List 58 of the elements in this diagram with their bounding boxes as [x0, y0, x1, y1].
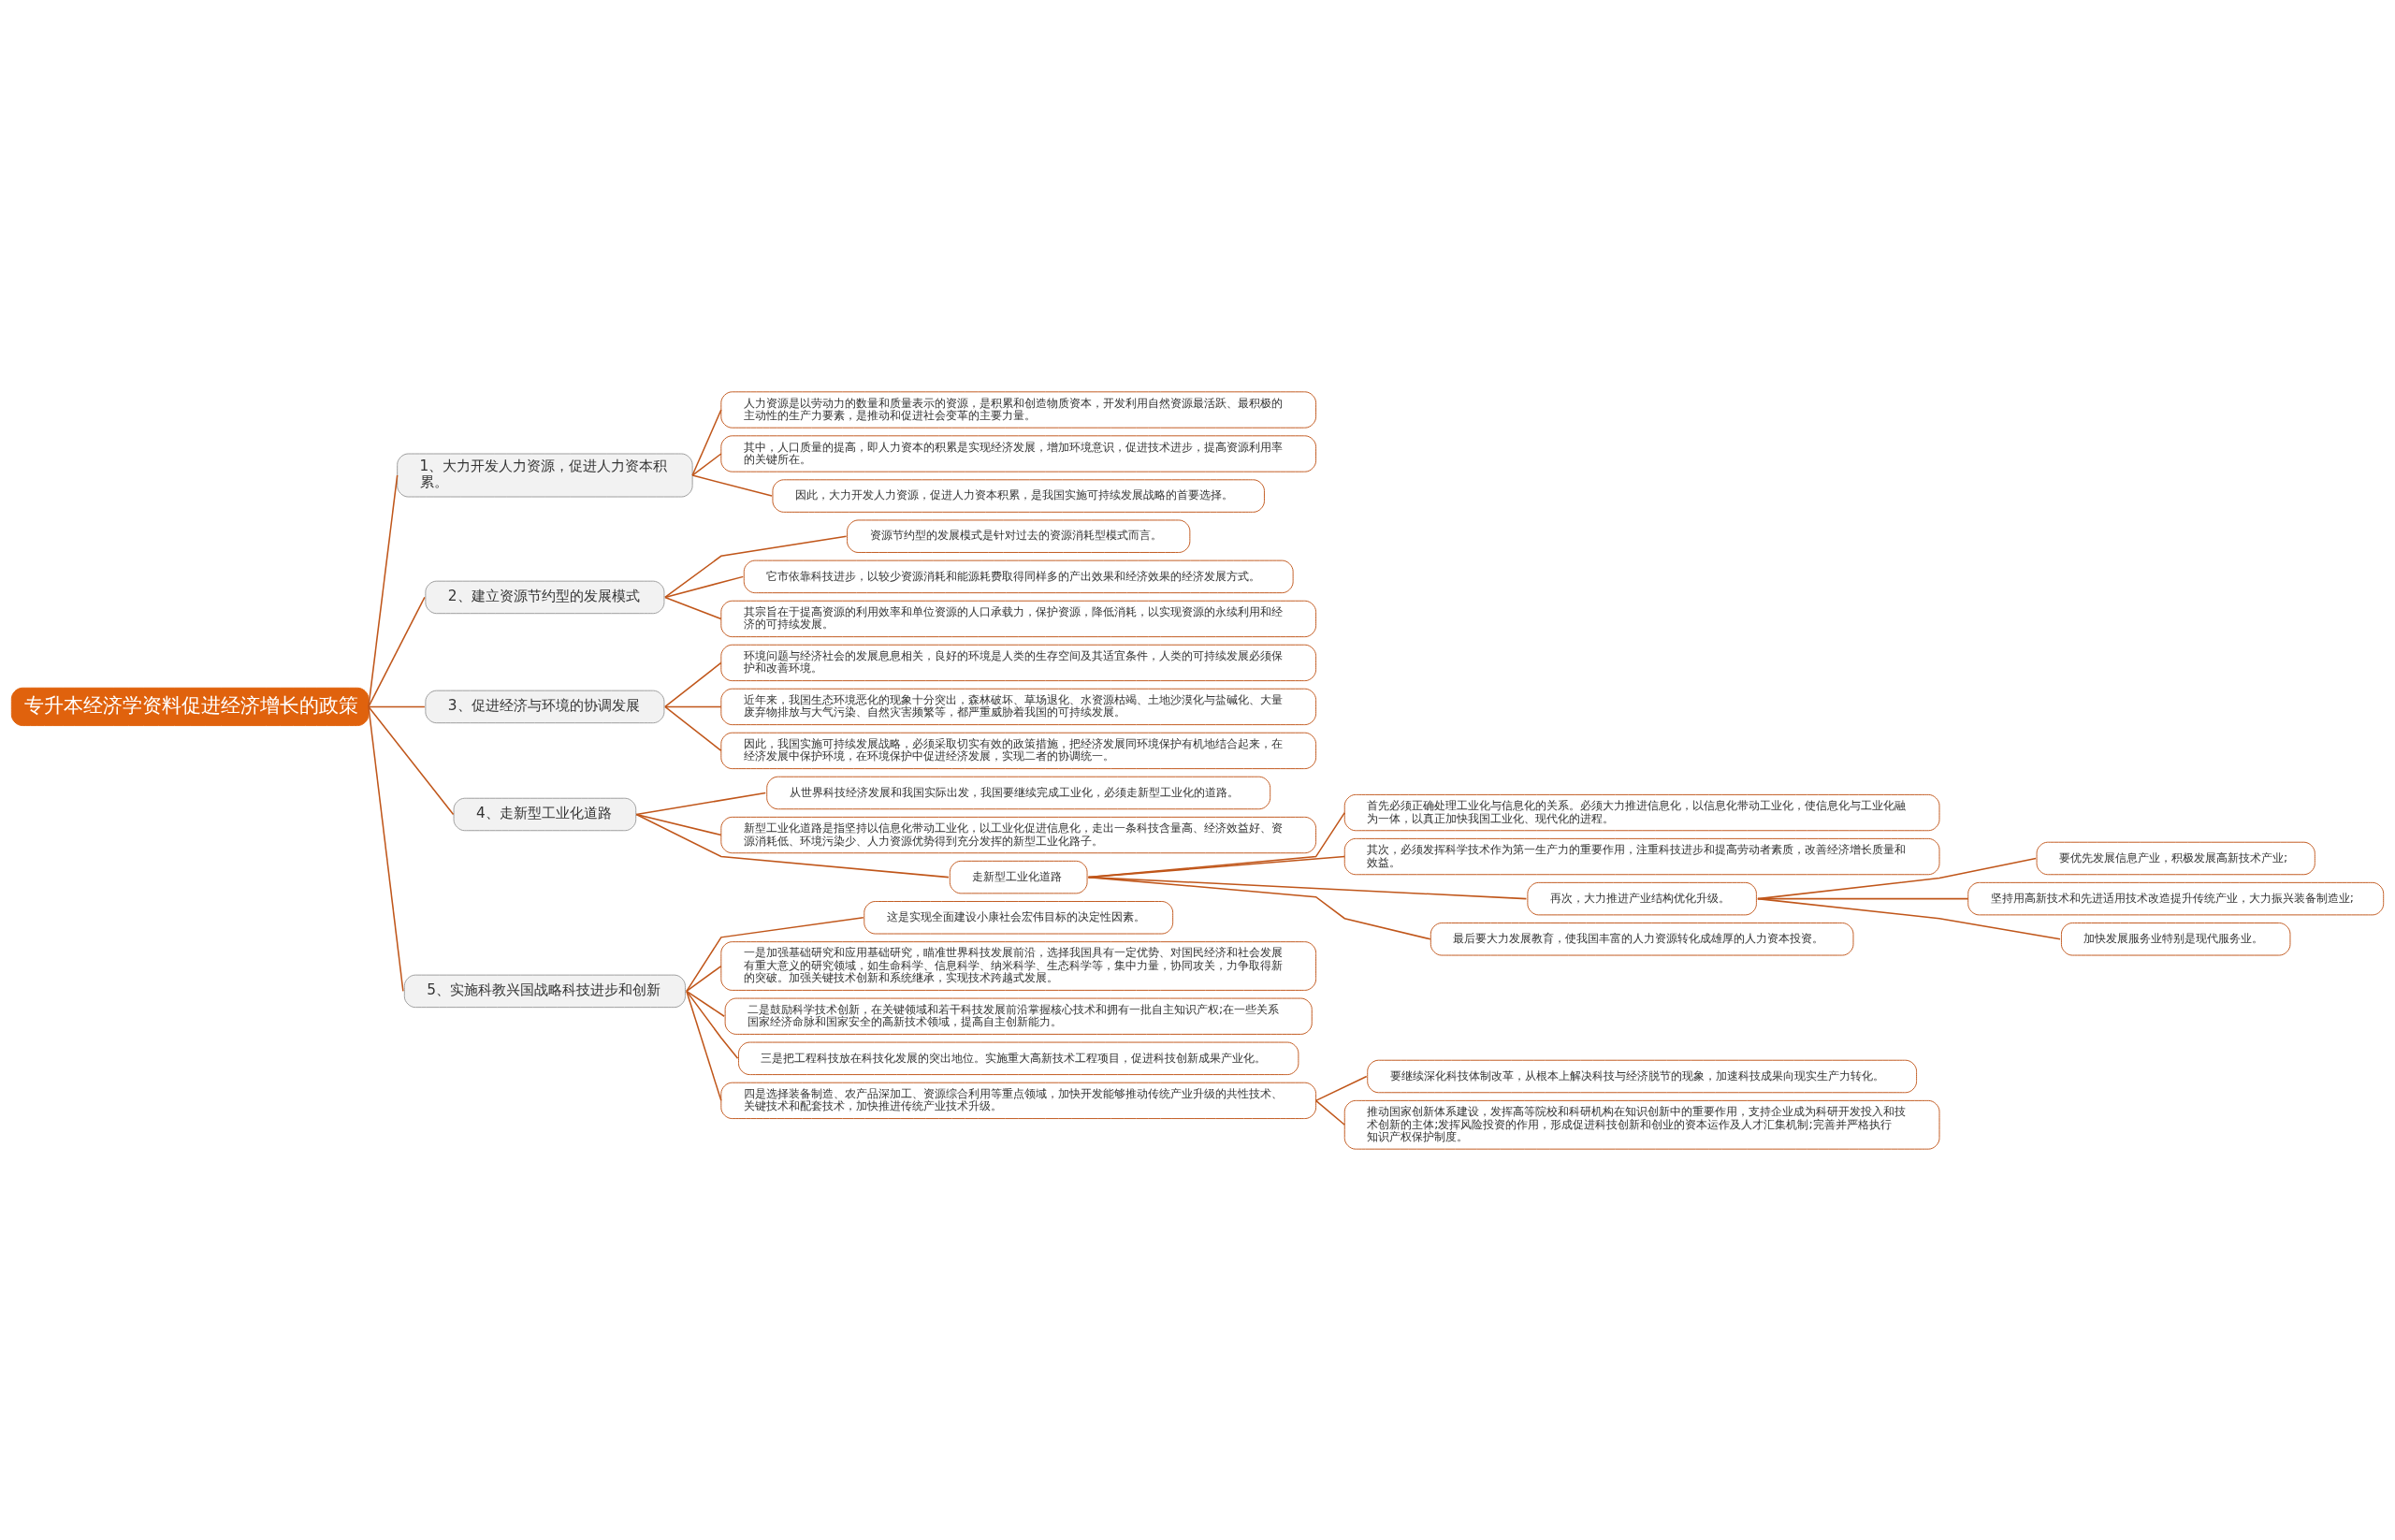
connector	[686, 990, 725, 1017]
node-box: 坚持用高新技术和先进适用技术改造提升传统产业，大力振兴装备制造业;	[1967, 881, 2385, 915]
node-box: 三是把工程科技放在科技化发展的突出地位。实施重大高新技术工程项目，促进科技创新成果产业化。	[738, 1041, 1299, 1075]
connector	[691, 408, 722, 476]
node-box: 因此，我国实施可持续发展战略，必须采取切实有效的政策措施，把经济发展同环境保护有机地结合起来，在经济发展中保护环境，在环境保护中促进经济发展，实现二者的协调统一。	[720, 732, 1317, 769]
node-box: 资源节约型的发展模式是针对过去的资源消耗型模式而言。	[847, 519, 1191, 553]
node-box: 1、大力开发人力资源，促进人力资本积累。	[397, 453, 693, 497]
node-box: 加快发展服务业特别是现代服务业。	[2060, 922, 2291, 955]
connector	[664, 575, 745, 598]
connector	[691, 473, 773, 497]
node-box: 一是加强基础研究和应用基础研究，瞄准世界科技发展前沿，选择我国具有一定优势、对国民经济和社会发展有重大意义的研究领域，如生命科学、信息科学、纳米科学、生态科学等，集中力量，协同攻关，力争取得新的突破。加强关键技术创新和系统继承，实现技术跨越式发展。	[720, 940, 1317, 991]
connector	[686, 916, 864, 992]
node-box: 二是鼓励科学技术创新，在关键领域和若干科技发展前沿掌握核心技术和拥有一批自主知识产权;在一些关系国家经济命脉和国家安全的高新技术领域，提高自主创新能力。	[724, 997, 1313, 1035]
node-box: 其宗旨在于提高资源的利用效率和单位资源的人口承载力，保护资源，降低消耗，以实现资源的永续利用和经济的可持续发展。	[720, 600, 1317, 637]
node-box: 再次，大力推进产业结构优化升级。	[1527, 881, 1757, 915]
connector	[664, 661, 722, 707]
connector	[368, 473, 399, 707]
connector	[664, 534, 848, 598]
node-box: 推动国家创新体系建设，发挥高等院校和科研机构在知识创新中的重要作用，支持企业成为科研开发投入和技术创新的主体;发挥风险投资的作用，形成促进科技创新和创业的资本运作及人才汇集机制;完善并严格执行知识产权保护制度。	[1343, 1099, 1940, 1150]
node-box: 四是选择装备制造、农产品深加工、资源综合利用等重点领域，加快开发能够推动传统产业升级的共性技术、关键技术和配套技术，加快推进传统产业技术升级。	[720, 1082, 1317, 1119]
connector	[635, 813, 950, 878]
node-box: 它市依靠科技进步，以较少资源消耗和能源耗费取得同样多的产出效果和经济效果的经济发展方式。	[743, 559, 1294, 593]
node-box: 因此，大力开发人力资源，促进人力资本积累，是我国实施可持续发展战略的首要选择。	[772, 478, 1265, 513]
connector	[686, 990, 722, 1101]
connector	[368, 596, 426, 707]
connector	[368, 705, 455, 815]
node-box: 近年来，我国生态环境恶化的现象十分突出，森林破坏、草场退化、水资源枯竭、土地沙漠化与盐碱化、大量废弃物排放与大气污染、自然灾害频繁等，都严重威胁着我国的可持续发展。	[720, 688, 1317, 725]
connector	[664, 596, 722, 619]
node-box: 5、实施科教兴国战略科技进步和创新	[403, 974, 686, 1008]
node-box: 4、走新型工业化道路	[453, 797, 637, 831]
node-box: 环境问题与经济社会的发展息息相关，良好的环境是人类的生存空间及其适宜条件，人类的可持续发展必须保护和改善环境。	[720, 644, 1317, 681]
connector	[686, 990, 739, 1059]
connector	[1757, 897, 2061, 940]
node-box: 最后要大力发展教育，使我国丰富的人力资源转化成雄厚的人力资本投资。	[1430, 922, 1854, 955]
connector	[368, 705, 426, 707]
node-box: 从世界科技经济发展和我国实际出发，我国要继续完成工业化，必须走新型工业化的道路。	[766, 776, 1271, 809]
node-box: 新型工业化道路是指坚持以信息化带动工业化，以工业化促进信息化，走出一条科技含量高、经济效益好、资源消耗低、环境污染少、人力资源优势得到充分发挥的新型工业化路子。	[720, 816, 1317, 853]
node-box: 其次，必须发挥科学技术作为第一生产力的重要作用，注重科技进步和提高劳动者素质，改善经济增长质量和效益。	[1343, 837, 1940, 875]
node-box: 专升本经济学资料促进经济增长的政策	[10, 687, 370, 726]
node-box: 首先必须正确处理工业化与信息化的关系。必须大力推进信息化，以信息化带动工业化，使信息化与工业化融为一体，以真正加快我国工业化、现代化的进程。	[1343, 793, 1940, 831]
connector	[1314, 1099, 1346, 1126]
connector	[664, 705, 722, 751]
node-box: 要继续深化科技体制改革，从根本上解决科技与经济脱节的现象，加速科技成果向现实生产力转化。	[1367, 1059, 1918, 1093]
connector	[635, 813, 722, 835]
node-box: 3、促进经济与环境的协调发展	[425, 690, 665, 723]
node-box: 其中，人口质量的提高，即人力资本的积累是实现经济发展，增加环境意识，促进技术进步，提高资源利用率的关键所在。	[720, 434, 1317, 472]
node-box: 2、建立资源节约型的发展模式	[425, 580, 665, 614]
connector	[1314, 1075, 1368, 1101]
node-box: 这是实现全面建设小康社会宏伟目标的决定性因素。	[864, 900, 1174, 934]
connector	[368, 705, 404, 992]
node-box: 人力资源是以劳动力的数量和质量表示的资源，是积累和创造物质资本，开发利用自然资源最活跃、最积极的主动性的生产力要素，是推动和促进社会变革的主要力量。	[720, 390, 1317, 429]
node-box: 要优先发展信息产业，积极发展高新技术产业;	[2036, 841, 2315, 875]
connector	[1087, 876, 1431, 940]
connector	[686, 965, 722, 992]
node-box: 走新型工业化道路	[949, 860, 1088, 893]
connector	[664, 705, 722, 707]
connector	[691, 452, 722, 476]
connector	[635, 792, 767, 815]
